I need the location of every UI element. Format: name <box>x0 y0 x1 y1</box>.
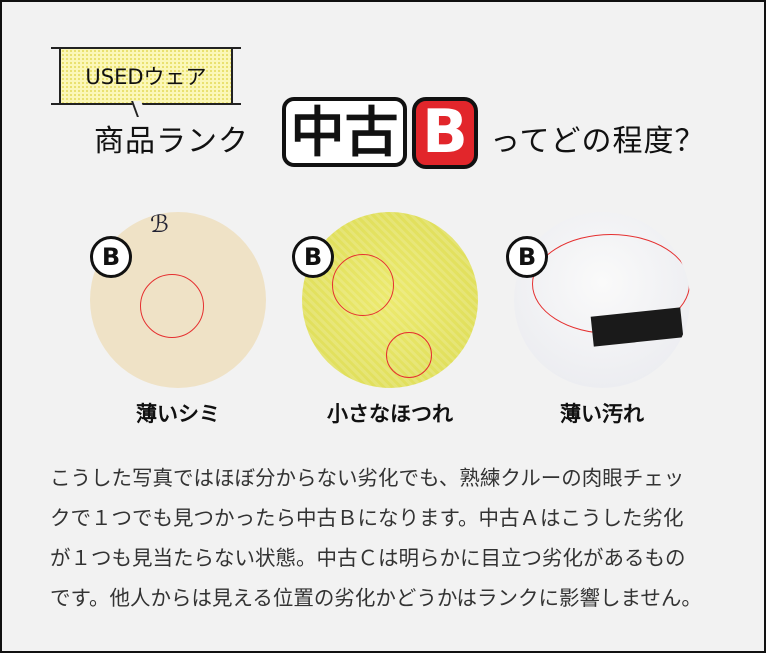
example-label-fray: 小さなほつれ <box>327 402 453 426</box>
rank-word: 中古 <box>290 101 399 164</box>
rank-b-tag: B <box>90 236 132 278</box>
description-line: が１つも見当たらない状態。中古Ｃは明らかに目立つ劣化があるもの <box>50 546 686 570</box>
description-line: です。他人からは見える位置の劣化かどうかはランクに影響しません。 <box>50 586 702 610</box>
rank-b-tag: B <box>506 236 548 278</box>
example-photo-dirt <box>514 212 690 388</box>
description-line: こうした写真ではほぼ分からない劣化でも、熟練クルーの肉眼チェッ <box>50 466 685 490</box>
rank-b-tag: B <box>292 236 334 278</box>
highlight-circle <box>332 254 394 316</box>
title-suffix: ってどの程度？ <box>490 124 706 159</box>
highlight-circle <box>386 332 432 378</box>
highlight-circle <box>140 274 204 338</box>
embroidery-mark: ℬ <box>150 212 169 238</box>
category-badge: USEDウェア <box>51 47 241 105</box>
category-badge-text: USEDウェア <box>85 65 207 89</box>
rank-word-box: 中古 <box>282 97 407 167</box>
description-text: こうした写真ではほぼ分からない劣化でも、熟練クルーの肉眼チェッ クで１つでも見つ… <box>50 458 702 618</box>
description-line: クで１つでも見つかったら中古Ｂになります。中古Ａはこうした劣化 <box>50 506 684 530</box>
example-label-dirt: 薄い汚れ <box>560 402 644 426</box>
example-label-stain: 薄いシミ <box>136 402 220 426</box>
example-photo-fray <box>302 212 478 388</box>
rank-letter: B <box>412 97 478 169</box>
title-prefix: 商品ランク <box>94 124 249 159</box>
